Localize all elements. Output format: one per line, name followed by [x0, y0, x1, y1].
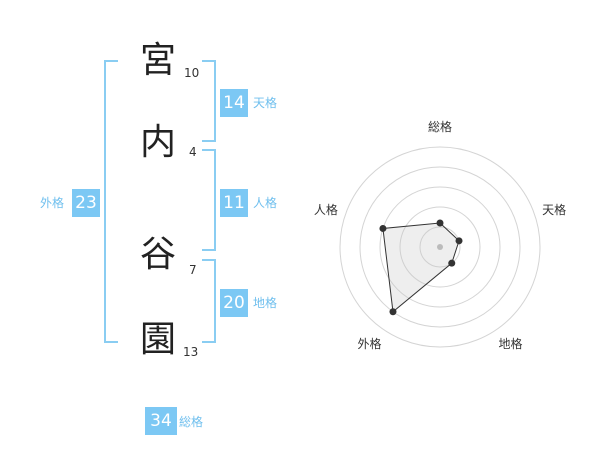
radar-axis-label-2: 天格 — [542, 202, 566, 217]
radar-point-4 — [389, 308, 397, 316]
chikaku-label: 地格 — [253, 296, 278, 310]
radar-points — [379, 219, 463, 316]
radar-point-2 — [455, 237, 463, 245]
jinkaku-score: 11 — [220, 189, 248, 217]
radar-ring — [419, 226, 461, 268]
gaikaku-bracket — [104, 60, 118, 343]
jinkaku-bracket — [202, 149, 216, 251]
radar-axis-label-1: 総格 — [428, 119, 452, 134]
stroke-count-1: 10 — [184, 66, 200, 80]
name-char-2: 内 — [139, 122, 176, 163]
soukaku-score: 34 — [145, 407, 177, 435]
radar-point-3 — [448, 259, 456, 267]
radar-point-5 — [379, 224, 387, 232]
name-char-4: 園 — [139, 319, 176, 360]
radar-center — [437, 244, 443, 250]
radar-area — [382, 222, 460, 313]
stroke-count-2: 4 — [189, 145, 197, 159]
name-char-1: 宮 — [139, 40, 176, 81]
radar-axis-label-4: 外格 — [357, 336, 381, 351]
jinkaku-label: 人格 — [253, 196, 278, 210]
radar-ring — [399, 206, 481, 288]
name-char-3: 谷 — [139, 234, 176, 275]
soukaku-label: 総格 — [179, 415, 204, 429]
stroke-count-4: 13 — [183, 345, 199, 359]
radar-axis-label-5: 人格 — [314, 202, 338, 217]
chikaku-bracket — [202, 259, 216, 343]
chikaku-score: 20 — [220, 289, 248, 317]
radar-axis-label-3: 地格 — [499, 336, 523, 351]
radar-ring — [339, 146, 541, 348]
radar-point-1 — [436, 219, 444, 227]
radar-rings — [339, 146, 541, 348]
name-chart: 宮 内 谷 園 10 4 7 13 14 天格 11 人格 20 地格 外格 2… — [40, 40, 278, 435]
tenkaku-score: 14 — [220, 89, 248, 117]
tenkaku-label: 天格 — [253, 96, 278, 110]
gaikaku-label: 外格 — [40, 196, 65, 210]
gaikaku-score: 23 — [72, 189, 100, 217]
radar-ring — [379, 186, 501, 308]
stroke-count-3: 7 — [189, 263, 197, 277]
radar-ring — [359, 166, 521, 328]
tenkaku-bracket — [202, 60, 216, 142]
